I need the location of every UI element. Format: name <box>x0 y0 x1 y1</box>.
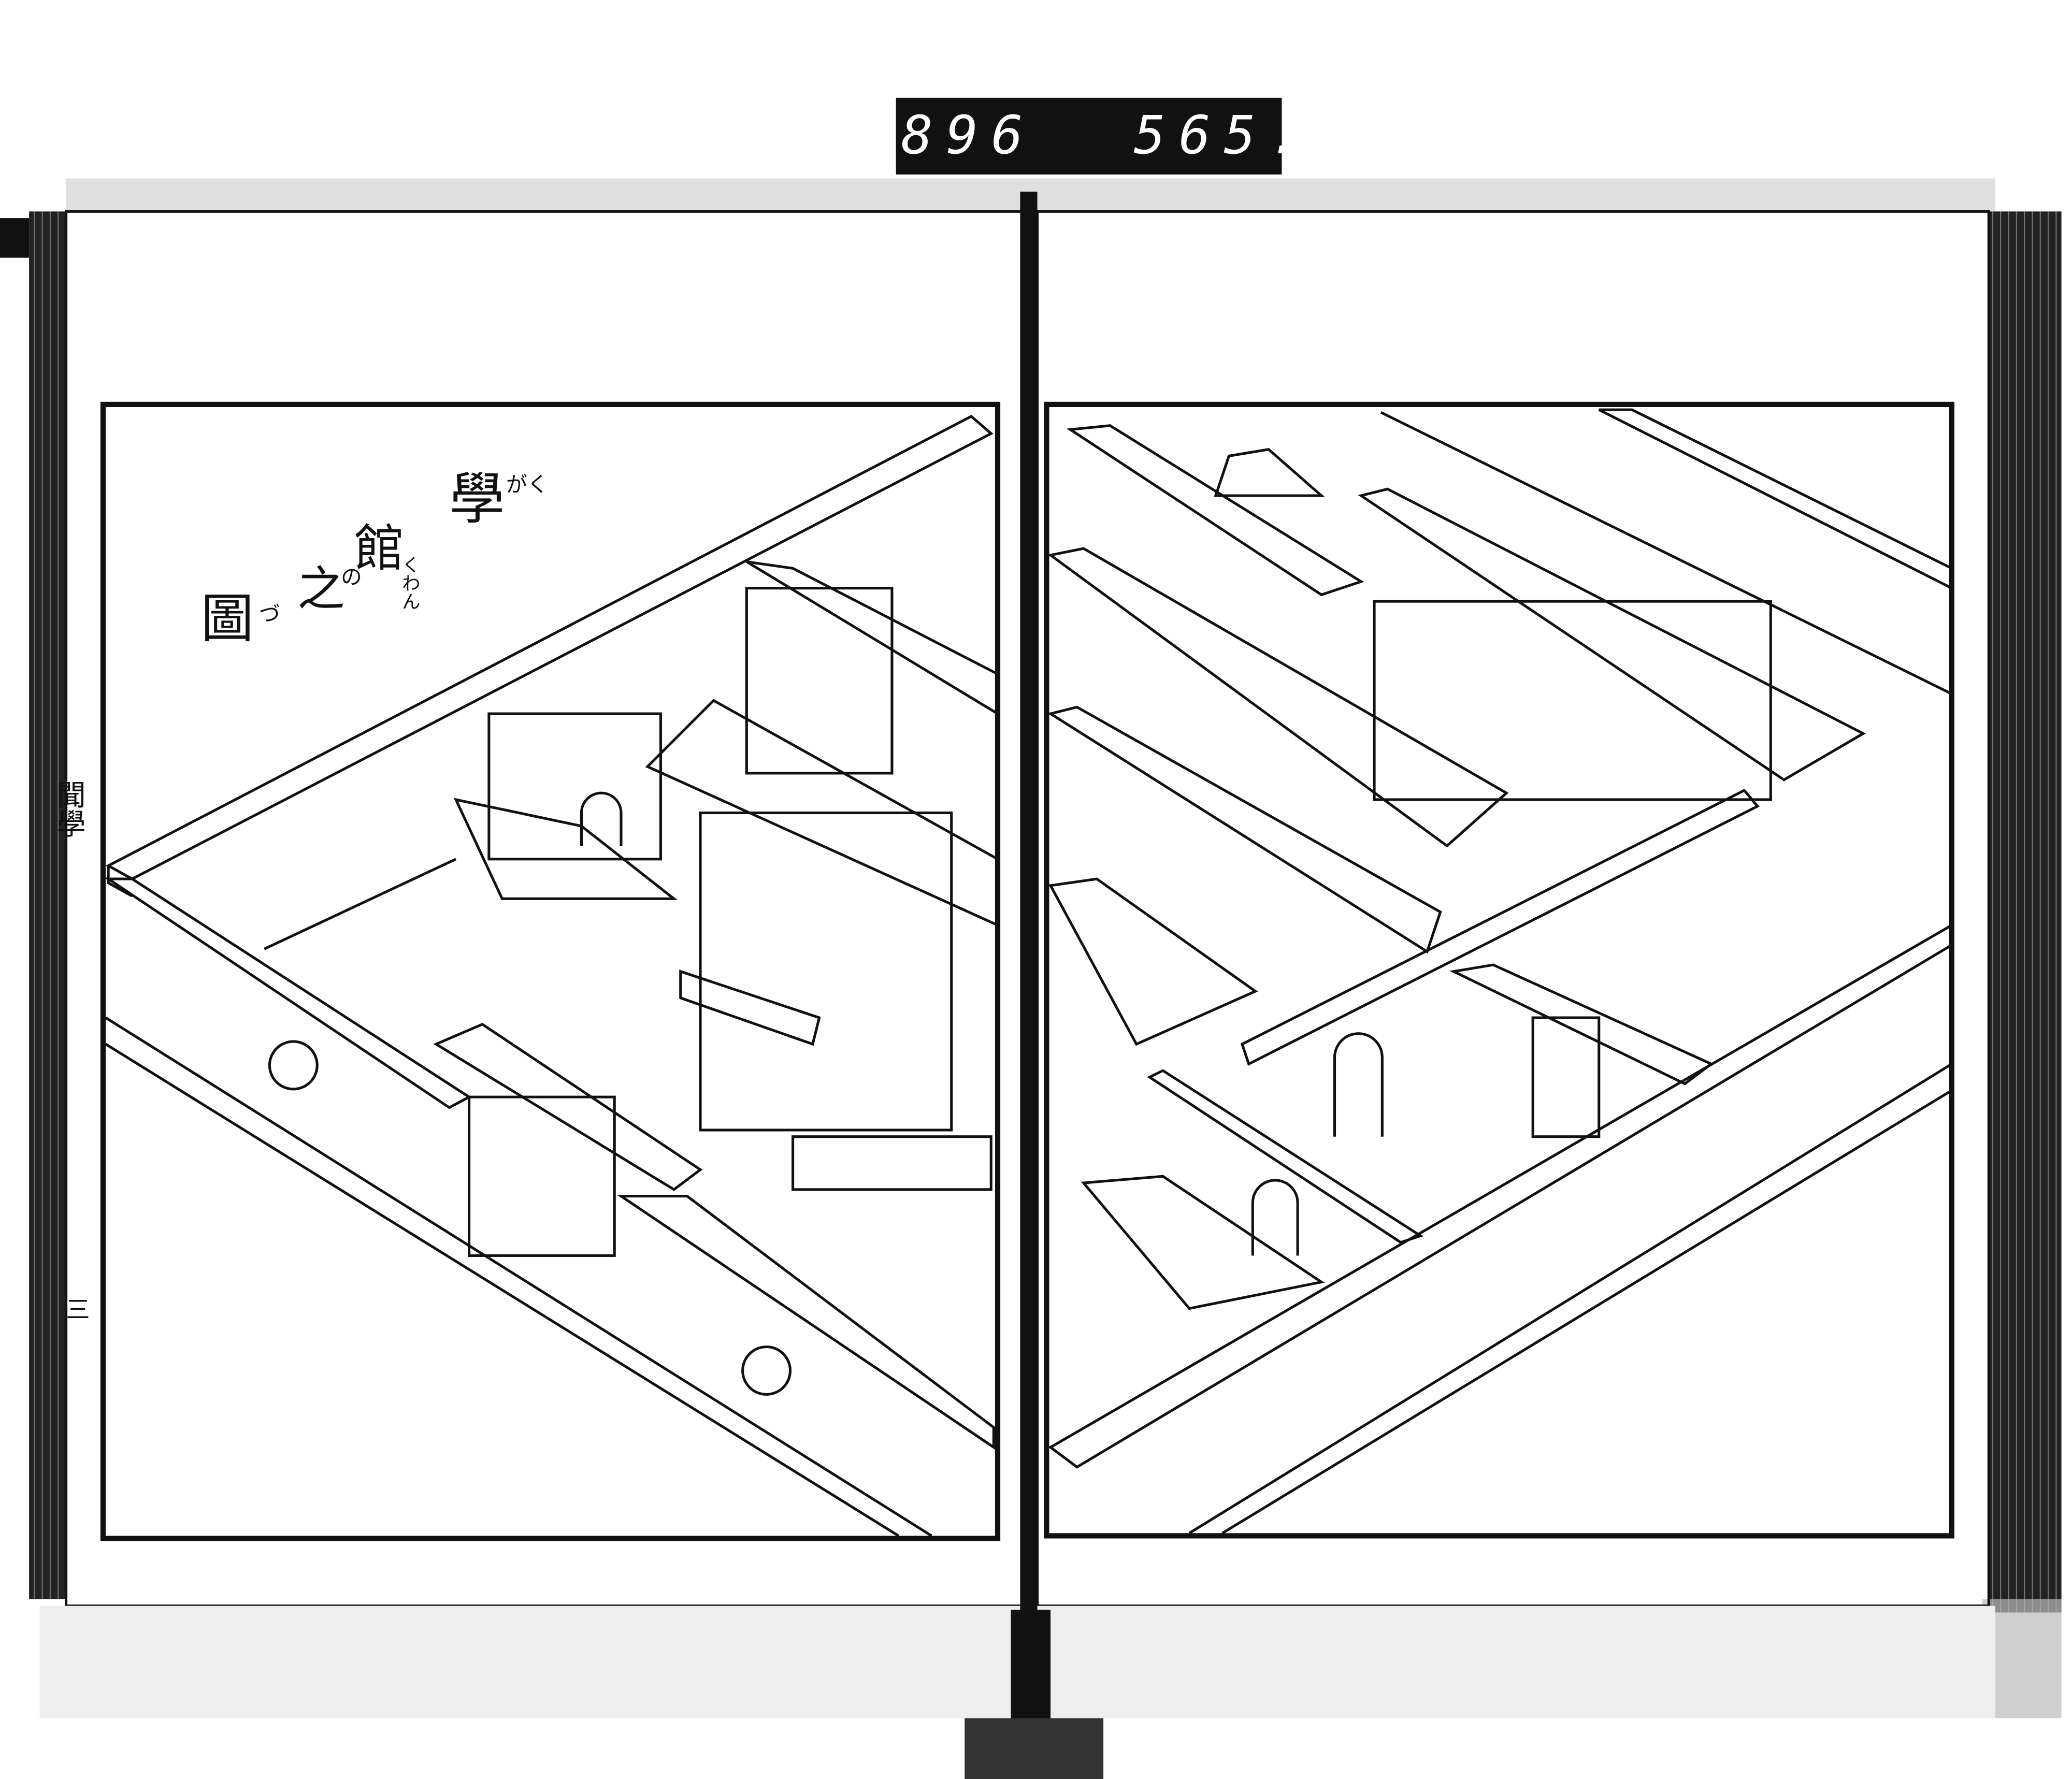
title-char-zu: 圖 <box>201 588 254 650</box>
school-illustration-left <box>104 414 999 1537</box>
furigana-zu: づ <box>259 601 280 626</box>
right-illustration-frame <box>1044 401 1954 1539</box>
catalog-number-label: 896 565. <box>896 97 1314 175</box>
furigana-kan: くわん <box>399 555 420 611</box>
left-page <box>65 210 1026 1608</box>
furigana-no: の <box>341 565 362 589</box>
illustration-title: 學 がく 館 くわん 之 の 圖 づ <box>201 467 549 650</box>
catalog-right-number: 565. <box>1134 105 1314 166</box>
title-char-no: 之 <box>297 561 345 617</box>
left-cover-corner <box>0 218 30 258</box>
school-illustration-right <box>1047 408 1953 1535</box>
binding-base <box>965 1718 1104 1779</box>
title-char-gaku: 學 <box>449 467 505 531</box>
catalog-left-number: 896 <box>901 105 1037 166</box>
left-page-stack <box>29 211 66 1599</box>
page-number: 三 <box>66 1295 90 1323</box>
left-illustration-frame <box>100 401 1001 1541</box>
title-char-kan: 館 <box>354 519 405 577</box>
book-spine <box>1020 192 1038 1613</box>
right-page-stack <box>1989 211 2062 1613</box>
furigana-gaku: がく <box>506 472 549 497</box>
running-title: 聞學 <box>52 780 85 838</box>
